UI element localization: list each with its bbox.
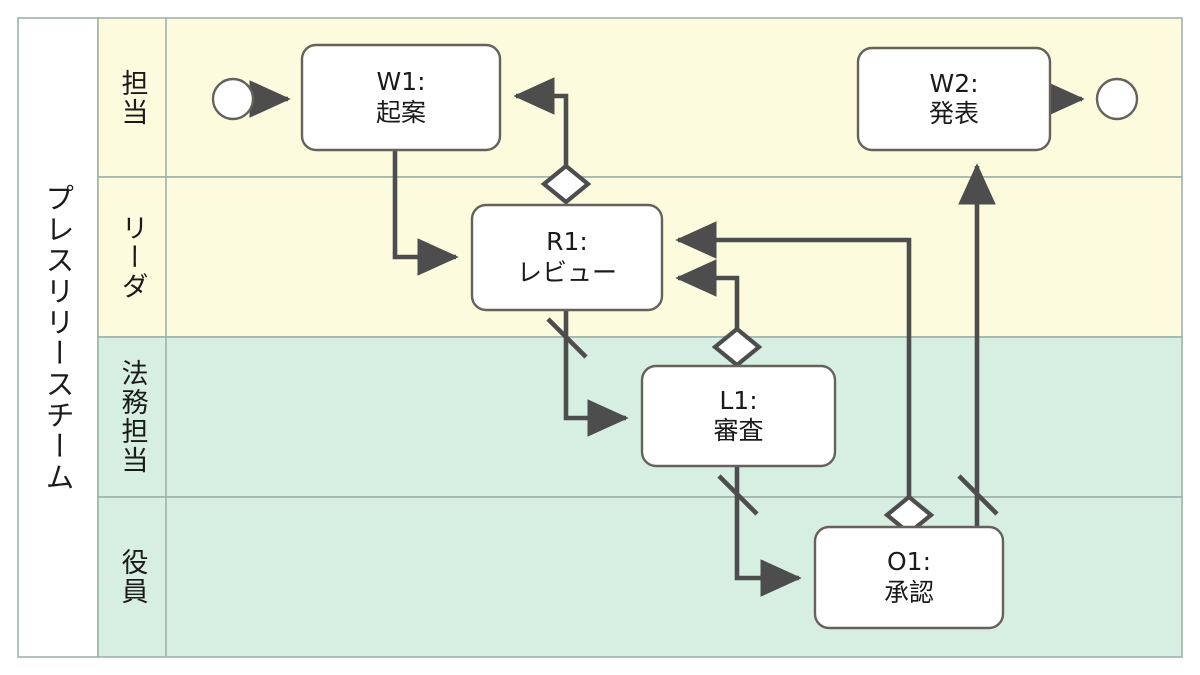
edge-w1-to-r1 [392,150,459,276]
start-event-circle[interactable] [211,77,255,121]
diamond-marker-r1-w1 [540,163,592,205]
pool-header-band [17,17,99,658]
edge-o1-to-r1 [675,221,912,503]
end-event-circle[interactable] [1095,77,1139,121]
diamond-markers [540,163,935,536]
lane-row-legal [97,336,1183,498]
task-node-w1[interactable] [300,43,502,152]
lane-crossing-marks [546,317,999,516]
lane-label-exec: 役員 [116,548,148,606]
edge-l1-to-r1 [675,259,740,335]
lane-label-leader: リーダ [116,213,148,301]
pool-label: プレスリリースチーム [41,182,75,493]
task-node-l1[interactable] [640,364,837,468]
task-node-o1[interactable] [813,525,1005,630]
edge-l1-to-o1 [734,466,802,597]
edge-r1-to-w1 [513,77,569,172]
lane-label-legal: 法務担当 [116,359,148,475]
lane-label-tanto: 担当 [116,68,148,127]
task-node-w2[interactable] [856,46,1052,152]
slash-mark-l1-o1 [717,474,759,516]
edge-r1-to-l1 [563,310,629,437]
task-node-r1[interactable] [470,203,664,312]
slash-mark-r1-l1 [546,317,588,359]
slash-mark-o1-w2 [957,474,999,516]
